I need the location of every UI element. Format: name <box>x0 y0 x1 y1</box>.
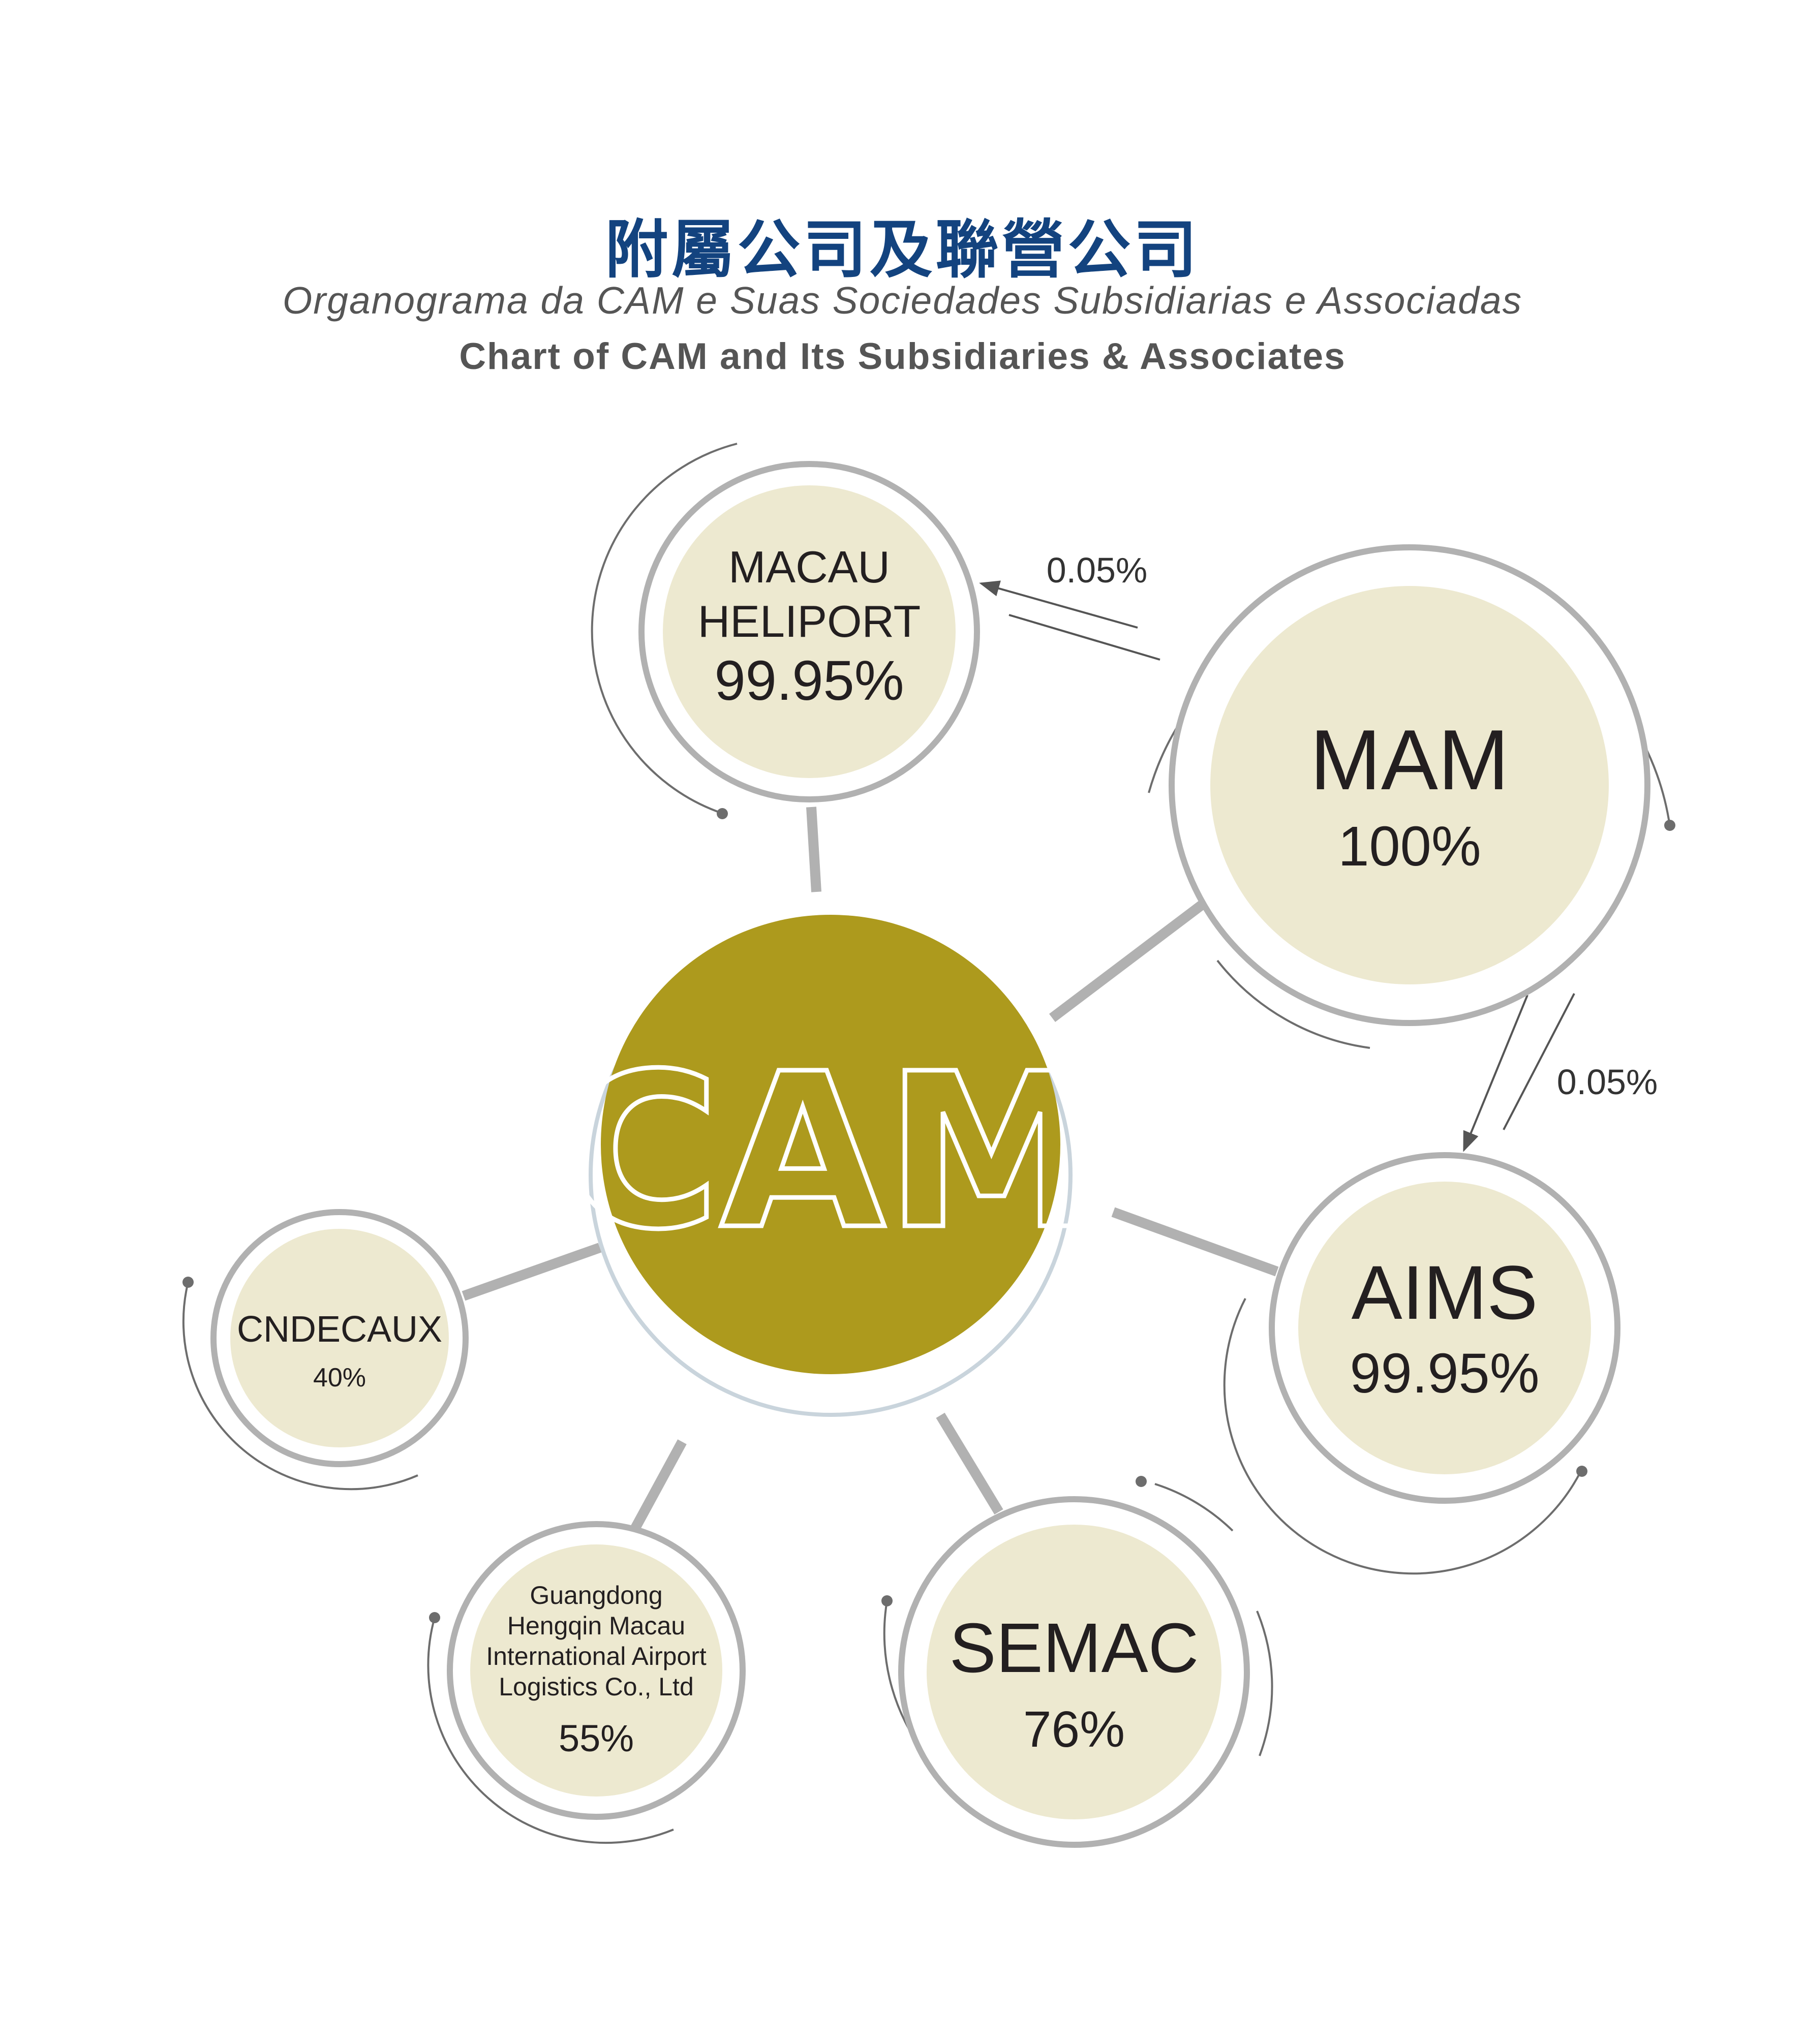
connector-heliport <box>806 807 821 892</box>
mam-share: 100% <box>1338 815 1481 878</box>
arc-aims-left <box>1223 1298 1582 1575</box>
arrow-mam-to-heliport-return <box>1008 614 1160 661</box>
guangdong-line4: Logistics Co., Ltd <box>499 1673 694 1701</box>
heliport-inner-circle <box>663 485 956 778</box>
connector-cndecaux <box>462 1243 602 1301</box>
node-cam: CAM <box>561 915 1100 1417</box>
arc-cndecaux <box>182 1282 418 1491</box>
semac-inner-circle <box>927 1525 1221 1819</box>
connector-guangdong <box>630 1439 687 1532</box>
cndecaux-share: 40% <box>313 1363 366 1392</box>
semac-name: SEMAC <box>950 1609 1199 1687</box>
heliport-name-line2: HELIPORT <box>698 596 921 646</box>
node-aims: AIMS 99.95% <box>1269 1152 1620 1504</box>
aims-name: AIMS <box>1352 1250 1538 1335</box>
node-semac: SEMAC 76% <box>898 1496 1250 1848</box>
mam-name: MAM <box>1310 712 1509 808</box>
connector-mam <box>1049 901 1206 1022</box>
arc-heliport <box>591 443 738 814</box>
arrow-mam-to-heliport <box>979 580 1138 629</box>
connectors <box>462 807 1279 1532</box>
arc-semac-right <box>1256 1611 1273 1756</box>
label-mam-to-aims: 0.05% <box>1557 1062 1658 1102</box>
arc-dot-mam <box>1664 820 1675 831</box>
node-mam: MAM 100% <box>1169 544 1650 1026</box>
arc-semac-top <box>1154 1483 1234 1532</box>
heliport-name-line1: MACAU <box>728 542 890 592</box>
arc-guangdong <box>427 1617 674 1844</box>
arc-dot-guangdong <box>429 1612 440 1623</box>
guangdong-line3: International Airport <box>486 1642 707 1670</box>
guangdong-line2: Hengqin Macau <box>507 1612 685 1640</box>
cndecaux-inner-circle <box>230 1229 449 1447</box>
title-english: Chart of CAM and Its Subsidiaries & Asso… <box>459 336 1346 377</box>
mam-inner-circle <box>1210 586 1609 984</box>
arc-mam-bottom <box>1216 959 1370 1049</box>
label-mam-to-heliport: 0.05% <box>1047 550 1147 590</box>
connector-semac <box>936 1412 1003 1515</box>
cam-label: CAM <box>563 1028 1097 1277</box>
node-macau-heliport: MACAU HELIPORT 99.95% <box>638 461 980 802</box>
guangdong-share: 55% <box>559 1717 634 1759</box>
guangdong-inner-circle <box>470 1544 722 1797</box>
arc-dot-heliport <box>717 808 728 819</box>
semac-share: 76% <box>1023 1701 1125 1758</box>
arc-dot-cndecaux <box>182 1277 194 1288</box>
connector-aims <box>1111 1207 1279 1277</box>
heliport-share: 99.95% <box>714 649 904 712</box>
cam-circle <box>601 915 1060 1374</box>
arc-dot-aims <box>1576 1466 1587 1477</box>
title-portuguese: Organograma da CAM e Suas Sociedades Sub… <box>282 279 1523 322</box>
cndecaux-name: CNDECAUX <box>237 1309 442 1350</box>
arc-dot-semac-left <box>881 1595 893 1606</box>
arrow-mam-to-aims <box>1463 995 1528 1152</box>
title-chinese: 附屬公司及聯營公司 <box>605 213 1200 287</box>
node-cndecaux: CNDECAUX 40% <box>210 1209 469 1467</box>
arrow-mam-to-aims-return <box>1503 993 1575 1130</box>
node-guangdong: Guangdong Hengqin Macau International Ai… <box>447 1521 746 1820</box>
cross-holding-arrows <box>979 580 1575 1152</box>
guangdong-line1: Guangdong <box>530 1581 662 1609</box>
aims-inner-circle <box>1298 1182 1591 1474</box>
arc-dot-semac-top <box>1136 1476 1147 1487</box>
aims-share: 99.95% <box>1350 1342 1539 1405</box>
